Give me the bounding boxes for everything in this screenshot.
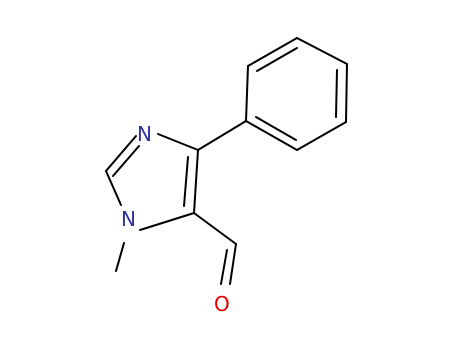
bond-n1-c2 bbox=[105, 170, 122, 206]
bond-n3-c4 bbox=[157, 133, 199, 151]
bond-c4-phenyl bbox=[197, 120, 247, 151]
bond-n1-methyl bbox=[115, 242, 125, 272]
bond-c-o-double bbox=[220, 249, 228, 285]
bond-c5-n1 bbox=[139, 212, 195, 231]
bond-c-o bbox=[229, 243, 237, 285]
bond-c4-c5-double bbox=[183, 156, 189, 207]
atom-o-label: O bbox=[214, 292, 230, 316]
phenyl-bond-5 bbox=[296, 121, 347, 151]
atom-n1-label: N bbox=[121, 207, 136, 231]
phenyl-bond-1 bbox=[245, 65, 249, 122]
bond-c5-cho bbox=[193, 212, 237, 245]
bond-c4-c5 bbox=[193, 149, 199, 214]
phenyl-bond-6 bbox=[245, 120, 298, 151]
phenyl-bond-2 bbox=[247, 37, 298, 67]
phenyl-bond-3 bbox=[296, 37, 348, 65]
phenyl-double-2 bbox=[335, 69, 338, 118]
phenyl-double-1 bbox=[256, 47, 298, 72]
bond-c2-n3 bbox=[105, 135, 137, 172]
phenyl-bond-4 bbox=[345, 63, 348, 123]
phenyl-double-3 bbox=[255, 116, 297, 141]
atom-n3-label: N bbox=[137, 122, 152, 146]
bond-c2-n3-double bbox=[112, 145, 140, 177]
